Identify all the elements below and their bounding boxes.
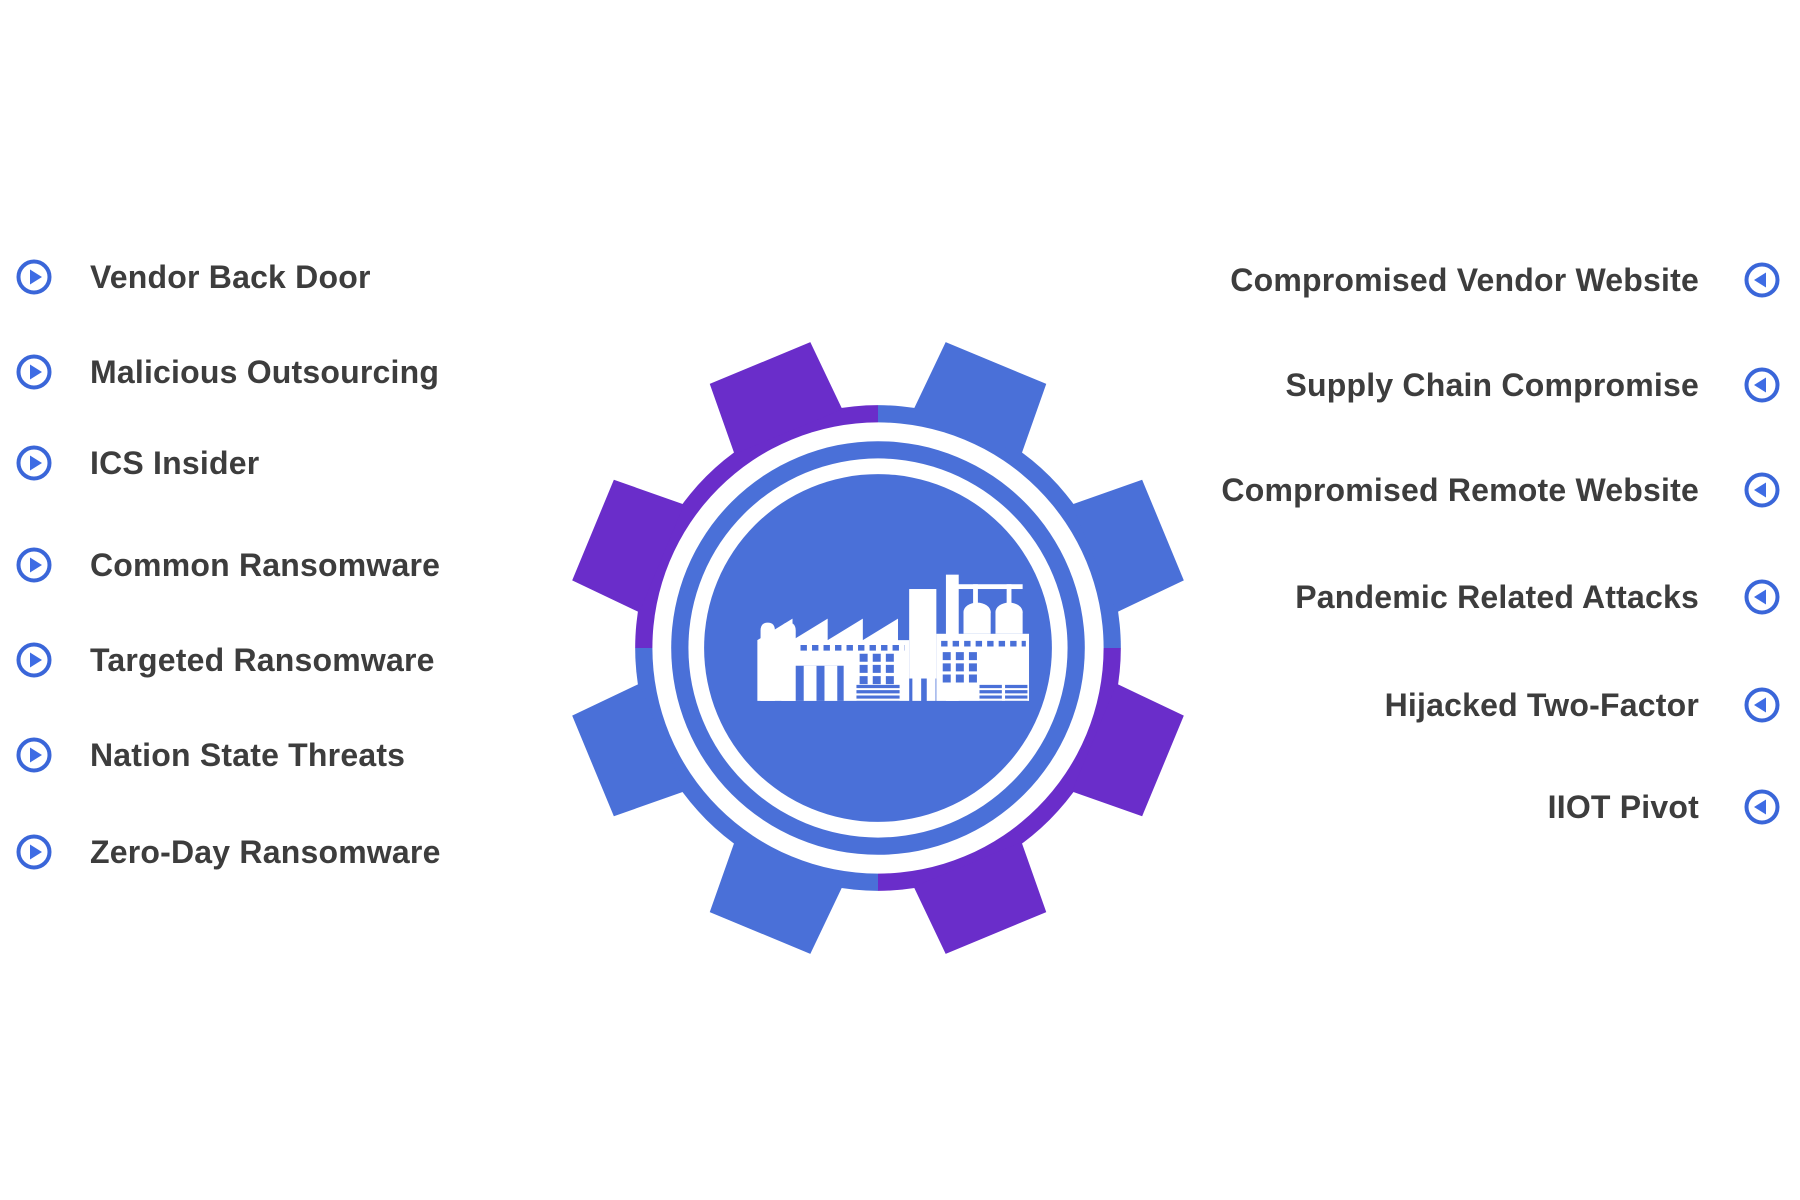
gear-graphic [549,319,1207,977]
factory-pipe-drop-2 [1006,584,1012,607]
arrow-left-circle-icon[interactable] [1743,366,1781,404]
threat-item: Common Ransomware [15,545,440,585]
threat-label: Pandemic Related Attacks [1295,578,1699,615]
threat-item: Pandemic Related Attacks [1295,577,1781,617]
threat-item: Hijacked Two-Factor [1385,685,1781,725]
factory-gate-post-2 [926,673,936,701]
arrow-right-circle-icon[interactable] [15,736,53,774]
arrow-right-circle-icon[interactable] [15,546,53,584]
threat-item: ICS Insider [15,443,259,483]
factory-tank-1-dome [963,602,991,622]
threat-label: Compromised Vendor Website [1230,261,1699,298]
arrow-left-circle-icon[interactable] [1743,578,1781,616]
factory-sawtooth-building [757,618,910,701]
threat-label: Zero-Day Ransomware [90,833,441,870]
threat-label: Common Ransomware [90,546,441,583]
threat-item: Zero-Day Ransomware [15,832,441,872]
factory-door-bar-2 [824,665,838,701]
threat-label: Compromised Remote Website [1221,471,1699,508]
arrow-right-circle-icon[interactable] [15,258,53,296]
threat-label: Hijacked Two-Factor [1384,686,1699,723]
factory-tank-2-dome [995,602,1023,622]
factory-door-bar-1 [803,665,817,701]
threat-item: Targeted Ransomware [15,640,435,680]
arrow-right-circle-icon[interactable] [15,444,53,482]
threat-item: Supply Chain Compromise [1285,365,1781,405]
arrow-right-circle-icon[interactable] [15,641,53,679]
threat-label: Targeted Ransomware [90,641,435,678]
factory-chimney-mid [909,589,937,679]
arrow-right-circle-icon[interactable] [15,833,53,871]
arrow-right-circle-icon[interactable] [15,353,53,391]
threat-label: Malicious Outsourcing [90,353,440,390]
threat-label: Nation State Threats [90,736,406,773]
factory-pipe-horizontal [955,584,1023,590]
arrow-left-circle-icon[interactable] [1743,686,1781,724]
threat-item: Compromised Vendor Website [1230,260,1781,300]
arrow-left-circle-icon[interactable] [1743,261,1781,299]
threat-label: Supply Chain Compromise [1285,366,1699,403]
arrow-left-circle-icon[interactable] [1743,471,1781,509]
factory-gate-post-1 [912,673,922,701]
threat-item: Malicious Outsourcing [15,352,439,392]
gear-icon [572,342,1184,954]
threat-label: ICS Insider [90,444,260,481]
threat-item: Nation State Threats [15,735,405,775]
factory-silhouette-icon [757,574,1030,701]
threat-label: Vendor Back Door [90,258,371,295]
threat-item: IIOT Pivot [1548,787,1781,827]
arrow-left-circle-icon[interactable] [1743,788,1781,826]
threat-item: Compromised Remote Website [1221,470,1781,510]
threat-item: Vendor Back Door [15,257,371,297]
threat-label: IIOT Pivot [1547,788,1699,825]
factory-pipe-drop-1 [973,584,978,607]
